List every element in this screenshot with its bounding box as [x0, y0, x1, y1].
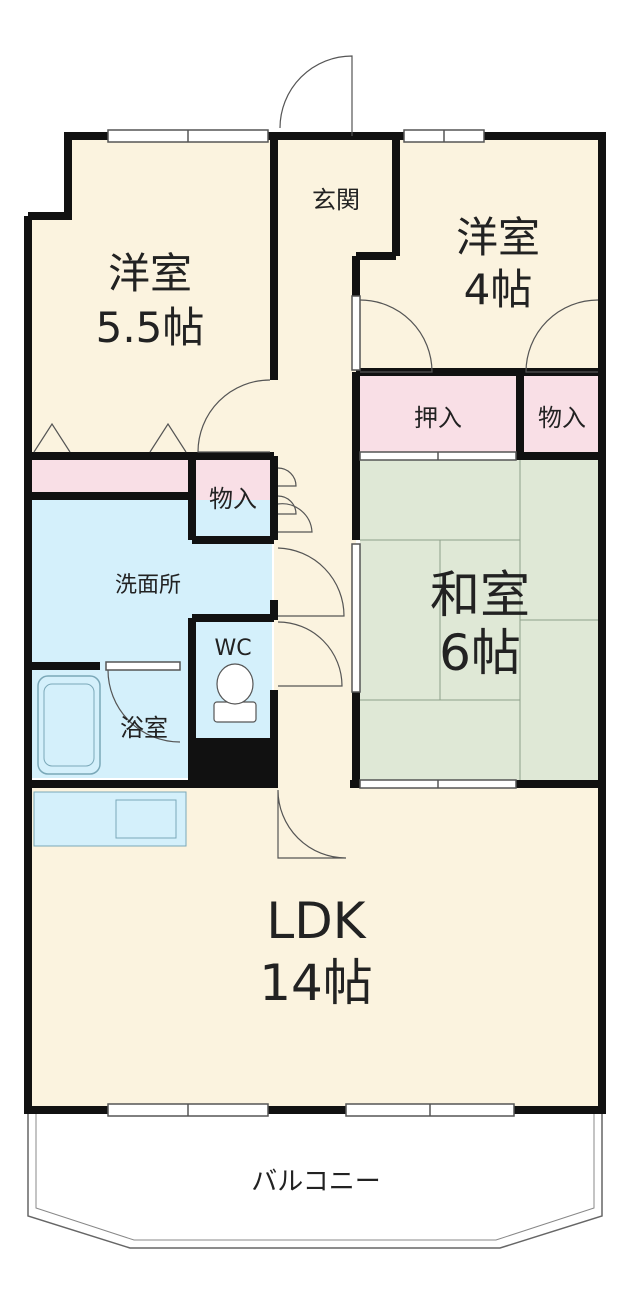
entrance-floor — [278, 140, 394, 256]
closet-strip-floor — [32, 456, 188, 492]
wc-floor-block — [192, 738, 276, 786]
corridor-floor — [274, 256, 356, 788]
windows — [105, 129, 517, 1117]
balcony-outline — [27, 1110, 603, 1249]
room-western-a-name: 洋室 — [108, 249, 192, 298]
toilet-icon — [213, 663, 257, 723]
room-closet-b-name: 物入 — [209, 485, 257, 513]
room-ldk-name: LDK — [266, 892, 366, 950]
room-western-b-floor — [356, 136, 602, 372]
closet-fold-doors — [33, 422, 187, 453]
tatami-lines — [360, 460, 600, 782]
room-bath-name: 浴室 — [120, 714, 168, 742]
room-western-a-floor — [28, 136, 274, 456]
oshiire-floor — [360, 376, 520, 456]
room-ldk-size: 14帖 — [259, 954, 373, 1012]
room-western-b-size: 4帖 — [464, 265, 533, 314]
room-oshiire-name: 押入 — [414, 404, 462, 432]
balcony-name: バルコニー — [251, 1167, 380, 1197]
bathtub-icon — [37, 675, 101, 775]
kitchen-sink-icon — [115, 799, 177, 839]
room-japanese-name: 和室 — [430, 566, 530, 624]
japanese-floor — [360, 460, 600, 782]
room-washroom-name: 洗面所 — [115, 573, 181, 598]
doors — [107, 55, 599, 859]
room-entrance-name: 玄関 — [312, 186, 360, 214]
balcony-inner-line — [35, 1112, 595, 1241]
room-western-a-size: 5.5帖 — [96, 303, 205, 352]
room-wc-name: WC — [214, 636, 251, 661]
room-western-b-name: 洋室 — [456, 213, 540, 262]
room-japanese-size: 6帖 — [439, 624, 521, 682]
room-closet-a-name: 物入 — [538, 404, 586, 432]
closet-a-floor — [524, 376, 600, 456]
